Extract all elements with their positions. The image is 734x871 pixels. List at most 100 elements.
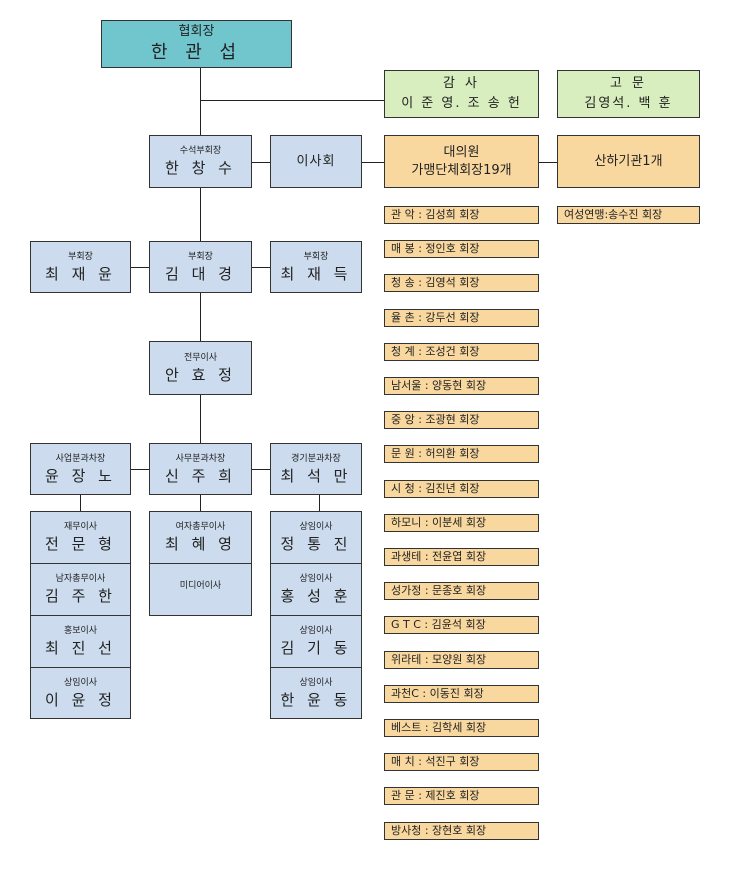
connector-line — [539, 162, 557, 163]
vp-left-role: 부회장 — [68, 251, 93, 262]
auditor-name: 이 준 영. 조 송 헌 — [401, 96, 522, 111]
admin-chair-name: 신 주 희 — [165, 466, 236, 485]
club-entry: 과천C : 이동진 회장 — [384, 684, 539, 703]
connector-line — [319, 495, 320, 511]
left-director-name: 이 윤 정 — [45, 690, 116, 709]
right-director-name: 정 통 진 — [280, 535, 352, 553]
competition-chair-name: 최 석 만 — [280, 466, 352, 485]
vp-left-name: 최 재 윤 — [45, 264, 116, 283]
connector-line — [131, 267, 149, 268]
senior-vp-box: 수석부회장 한 창 수 — [149, 135, 252, 188]
left-director-box: 홍보이사 최 진 선 — [30, 615, 131, 668]
president-box: 협회장 한 관 섭 — [101, 20, 292, 68]
business-chair-role: 사업분과차장 — [55, 453, 106, 464]
left-director-name: 김 주 한 — [45, 587, 116, 605]
club-entry: 율 촌 : 강두선 회장 — [384, 308, 539, 327]
president-role: 협회장 — [178, 24, 215, 39]
right-director-role: 상임이사 — [299, 626, 333, 636]
advisor-role: 고 문 — [609, 76, 648, 91]
connector-line — [200, 100, 384, 101]
club-entry: 청 송 : 김영석 회장 — [384, 274, 539, 293]
left-director-box: 남자총무이사 김 주 한 — [30, 563, 131, 616]
exec-director-name: 안 효 정 — [165, 365, 236, 384]
auditor-role: 감 사 — [442, 76, 481, 91]
club-entry: 성가정 : 문종호 회장 — [384, 582, 539, 601]
advisor-box: 고 문 김영석. 백 훈 — [557, 70, 700, 118]
left-director-box: 재무이사 전 문 형 — [30, 511, 131, 564]
right-director-name: 홍 성 훈 — [280, 587, 352, 605]
exec-director-box: 전무이사 안 효 정 — [149, 341, 252, 395]
center-director-role: 여자총무이사 — [175, 522, 226, 532]
president-name: 한 관 섭 — [150, 42, 243, 63]
right-director-box: 상임이사 홍 성 훈 — [270, 563, 362, 616]
center-director-name: 최 혜 영 — [165, 535, 236, 553]
right-director-box: 상임이사 한 윤 동 — [270, 667, 362, 719]
club-entry: 중 앙 : 조광현 회장 — [384, 411, 539, 430]
connector-line — [362, 162, 384, 163]
left-director-name: 전 문 형 — [45, 535, 116, 553]
advisor-name: 김영석. 백 훈 — [584, 96, 673, 111]
left-director-role: 홍보이사 — [63, 626, 98, 636]
club-entry: 하모니 : 이분세 회장 — [384, 513, 539, 532]
competition-chair-box: 경기분과차장 최 석 만 — [270, 443, 362, 495]
womens-league-box: 여성연맹:송수진 회장 — [557, 206, 700, 224]
connector-line — [252, 469, 270, 470]
senior-vp-role: 수석부회장 — [179, 146, 222, 156]
business-chair-box: 사업분과차장 윤 장 노 — [30, 443, 131, 495]
affiliate-label: 산하기관1개 — [594, 153, 663, 169]
vp-center-role: 부회장 — [188, 251, 213, 262]
club-entry: 과생테 : 전윤엽 회장 — [384, 548, 539, 566]
club-entry: 베스트 : 김학세 회장 — [384, 719, 539, 737]
connector-line — [252, 162, 270, 163]
vp-right-box: 부회장 최 재 득 — [270, 241, 362, 293]
right-director-role: 상임이사 — [299, 574, 333, 584]
media-director-role: 미디어이사 — [179, 581, 222, 591]
right-director-role: 상임이사 — [299, 677, 333, 688]
exec-director-role: 전무이사 — [183, 352, 218, 363]
business-chair-name: 윤 장 노 — [45, 466, 116, 485]
club-entry: 위라테 : 모양원 회장 — [384, 650, 539, 669]
connector-line — [131, 469, 149, 470]
club-entry: 관 악 : 김성희 회장 — [384, 206, 539, 224]
media-director-box: 미디어이사 — [149, 563, 252, 616]
admin-chair-role: 사무분과차장 — [175, 453, 226, 464]
club-entry: 청 계 : 조성건 회장 — [384, 342, 539, 361]
connector-line — [200, 395, 201, 443]
left-director-box: 상임이사 이 윤 정 — [30, 667, 131, 719]
board-label: 이사회 — [296, 153, 336, 169]
club-entry: 방사청 : 장현호 회장 — [384, 821, 539, 840]
club-entry: 매 치 : 석진구 회장 — [384, 753, 539, 772]
vp-center-name: 김 대 경 — [165, 264, 236, 283]
club-entry: 남서울 : 양동현 회장 — [384, 377, 539, 395]
connector-line — [200, 188, 201, 243]
vp-right-role: 부회장 — [303, 251, 329, 262]
womens-league-label: 여성연맹:송수진 회장 — [564, 208, 663, 221]
connector-line — [200, 293, 201, 341]
club-entry: 관 문 : 제진호 회장 — [384, 787, 539, 806]
left-director-role: 남자총무이사 — [55, 574, 106, 584]
connector-line — [200, 68, 201, 135]
delegates-box: 대의원 가맹단체회장19개 — [384, 135, 539, 188]
auditor-box: 감 사 이 준 영. 조 송 헌 — [384, 70, 539, 118]
connector-line — [200, 495, 201, 511]
competition-chair-role: 경기분과차장 — [291, 453, 341, 464]
admin-chair-box: 사무분과차장 신 주 희 — [149, 443, 252, 495]
left-director-role: 상임이사 — [63, 677, 98, 688]
club-entry: 매 봉 : 정인호 회장 — [384, 240, 539, 259]
right-director-box: 상임이사 정 통 진 — [270, 511, 362, 564]
vp-right-name: 최 재 득 — [280, 264, 352, 283]
right-director-name: 김 기 동 — [280, 639, 352, 657]
right-director-box: 상임이사 김 기 동 — [270, 615, 362, 668]
board-box: 이사회 — [270, 135, 362, 188]
left-director-role: 재무이사 — [63, 522, 98, 532]
delegates-title: 대의원 — [443, 144, 480, 160]
right-director-role: 상임이사 — [299, 522, 333, 532]
delegates-count: 가맹단체회장19개 — [411, 162, 512, 178]
senior-vp-name: 한 창 수 — [165, 159, 236, 177]
vp-left-box: 부회장 최 재 윤 — [30, 241, 131, 293]
club-entry: G T C : 김윤석 회장 — [384, 616, 539, 635]
connector-line — [80, 495, 81, 511]
left-director-name: 최 진 선 — [45, 639, 116, 657]
center-director-box: 여자총무이사 최 혜 영 — [149, 511, 252, 564]
club-entry: 시 청 : 김진년 회장 — [384, 479, 539, 498]
